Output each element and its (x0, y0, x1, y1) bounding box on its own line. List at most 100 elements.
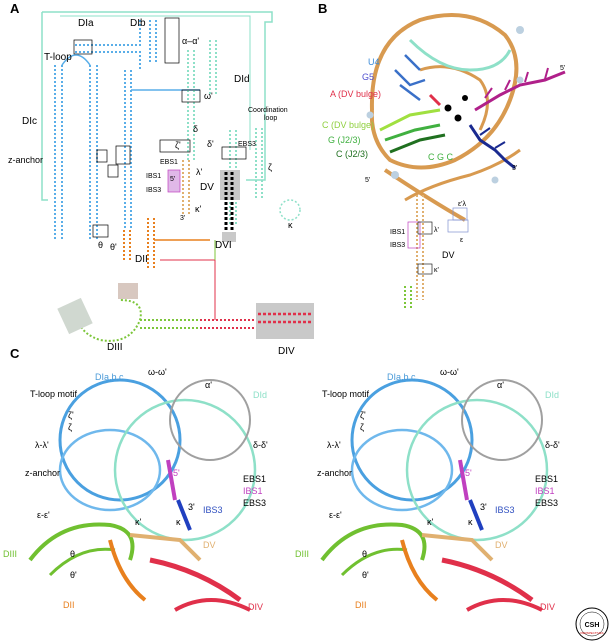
panel-c-right-structure (320, 378, 549, 612)
ibs1-label-a: IBS1 (146, 173, 161, 180)
div-label: DIV (278, 346, 295, 357)
c-right-div: DIV (540, 602, 555, 612)
panel-b-dv-inset: IBS1 IBS3 λ' κ' DV ε'λ ε (390, 195, 469, 310)
logo-text: CSH (585, 622, 600, 629)
c-right-epsilon: ε-ε' (329, 510, 342, 520)
three-prime-label-a: 3' (180, 215, 185, 222)
zeta-prime-label-a: ζ' (175, 140, 181, 150)
c-right-dld: DId (545, 390, 559, 400)
cgc-label: C G C (428, 152, 454, 162)
omega-box (181, 89, 201, 103)
g5-label: G5 (362, 72, 374, 82)
c-right-dla: DIa,b,c (387, 372, 416, 382)
dv-label-a: DV (200, 182, 214, 193)
c-left-kappa: κ (176, 517, 181, 527)
c-left-ibs1: IBS1 (243, 486, 263, 496)
c-left-theta: θ (70, 549, 75, 559)
c-right-zeta-prime: ζ' (360, 410, 366, 420)
kappa-prime-label-b: κ' (434, 267, 439, 274)
c-right-ebs1: EBS1 (535, 474, 558, 484)
panel-c-letter: C (10, 346, 20, 361)
theta-box (92, 224, 109, 238)
c-left-dv: DV (203, 540, 216, 550)
coordination-loop-label: Coordination (248, 107, 288, 114)
dla-label: DIa (78, 18, 94, 29)
c-right-diii: DIII (295, 549, 309, 559)
u4-label: U4 (368, 57, 380, 67)
logo-subtext: PERSPECTIVES (580, 631, 603, 635)
panel-c-left-labels: DIa,b,c ω-ω' α' T-loop motif DId ζ' ζ λ-… (3, 367, 268, 612)
c-left-omega: ω-ω' (148, 367, 167, 377)
c-left-kappa-prime: κ' (135, 517, 142, 527)
t-loop-label: T-loop (44, 52, 72, 63)
c-right-kappa: κ (468, 517, 473, 527)
lambda-prime-label-b: λ' (434, 227, 439, 234)
dii-grey-box (118, 283, 138, 299)
c-right-zeta: ζ (360, 422, 364, 432)
coordination-loop-label-2: loop (264, 115, 277, 122)
c-right-ebs3: EBS3 (535, 498, 558, 508)
c-left-ebs3: EBS3 (243, 498, 266, 508)
c-left-dii: DII (63, 600, 75, 610)
panel-a-secondary-structure: DIa DIb T-loop α–α' DId ω' DIc Coordinat… (8, 11, 314, 357)
c-left-dld: DId (253, 390, 267, 400)
c-right-ibs3: IBS3 (495, 505, 515, 515)
c-left-theta-prime: θ' (70, 570, 77, 580)
c-left-five-prime: 5' (173, 468, 180, 478)
panel-b-structure: U4 G5 A (DV bulge) C (DV bulge) G (J2/3)… (322, 13, 566, 222)
c-left-lambda: λ-λ' (35, 440, 49, 450)
c-right-theta-prime: θ' (362, 570, 369, 580)
c-dv-bulge-label: C (DV bulge) (322, 120, 374, 130)
dv-label-b: DV (442, 250, 455, 260)
c-left-dla: DIa,b,c (95, 372, 124, 382)
theta-prime-label: θ' (110, 242, 117, 252)
theta-label: θ (98, 240, 103, 250)
alpha-label: α–α' (182, 36, 199, 46)
dlc-label: DIc (22, 116, 37, 127)
dld-label: DId (234, 74, 250, 85)
dii-label: DII (135, 254, 148, 265)
dvi-grey-block (220, 170, 240, 200)
c-right-omega: ω-ω' (440, 367, 459, 377)
g-j23-label: G (J2/3) (328, 135, 361, 145)
c-right-theta: θ (362, 549, 367, 559)
c-left-ebs1: EBS1 (243, 474, 266, 484)
omega-label: ω' (204, 91, 213, 101)
three-prime-label-b: 3' (512, 165, 517, 172)
c-left-delta: δ-δ' (253, 440, 268, 450)
c-left-three-prime: 3' (188, 502, 195, 512)
c-right-delta: δ-δ' (545, 440, 560, 450)
ibs3-label-b: IBS3 (390, 242, 405, 249)
alpha-box (164, 17, 180, 64)
c-left-ibs3: IBS3 (203, 505, 223, 515)
c-right-kappa-prime: κ' (427, 517, 434, 527)
c-left-z-anchor: z-anchor (25, 468, 60, 478)
lambda-prime-label: λ' (196, 167, 203, 177)
epsilon-lambda-label-b: ε'λ (458, 201, 466, 208)
five-prime-top-label: 5' (560, 65, 565, 72)
delta-label: δ (193, 124, 198, 134)
kappa-label: κ (288, 220, 293, 230)
c-left-t-loop: T-loop motif (30, 389, 78, 399)
c-left-diii: DIII (3, 549, 17, 559)
diii-grey-box (57, 297, 93, 335)
c-right-ibs1: IBS1 (535, 486, 555, 496)
delta-prime-label: δ' (207, 139, 214, 149)
panel-a-letter: A (10, 1, 20, 16)
c-left-zeta-prime: ζ' (68, 410, 74, 420)
c-right-dii: DII (355, 600, 367, 610)
c-right-lambda: λ-λ' (327, 440, 341, 450)
c-right-alpha: α' (497, 380, 504, 390)
c-right-dv: DV (495, 540, 508, 550)
c-right-z-anchor: z-anchor (317, 468, 352, 478)
panel-b-letter: B (318, 1, 327, 16)
ibs3-label-a: IBS3 (146, 187, 161, 194)
five-prime-label-a: 5' (170, 176, 175, 183)
panel-c-left-structure (28, 378, 257, 612)
c-j23-label: C (J2/3) (336, 149, 368, 159)
c-left-epsilon: ε-ε' (37, 510, 50, 520)
c-right-three-prime: 3' (480, 502, 487, 512)
a-dv-bulge-label: A (DV bulge) (330, 89, 381, 99)
csh-perspectives-logo: CSH PERSPECTIVES (575, 607, 609, 641)
panel-c-right-labels: DIa,b,c ω-ω' α' T-loop motif DId ζ' ζ λ-… (295, 367, 560, 612)
